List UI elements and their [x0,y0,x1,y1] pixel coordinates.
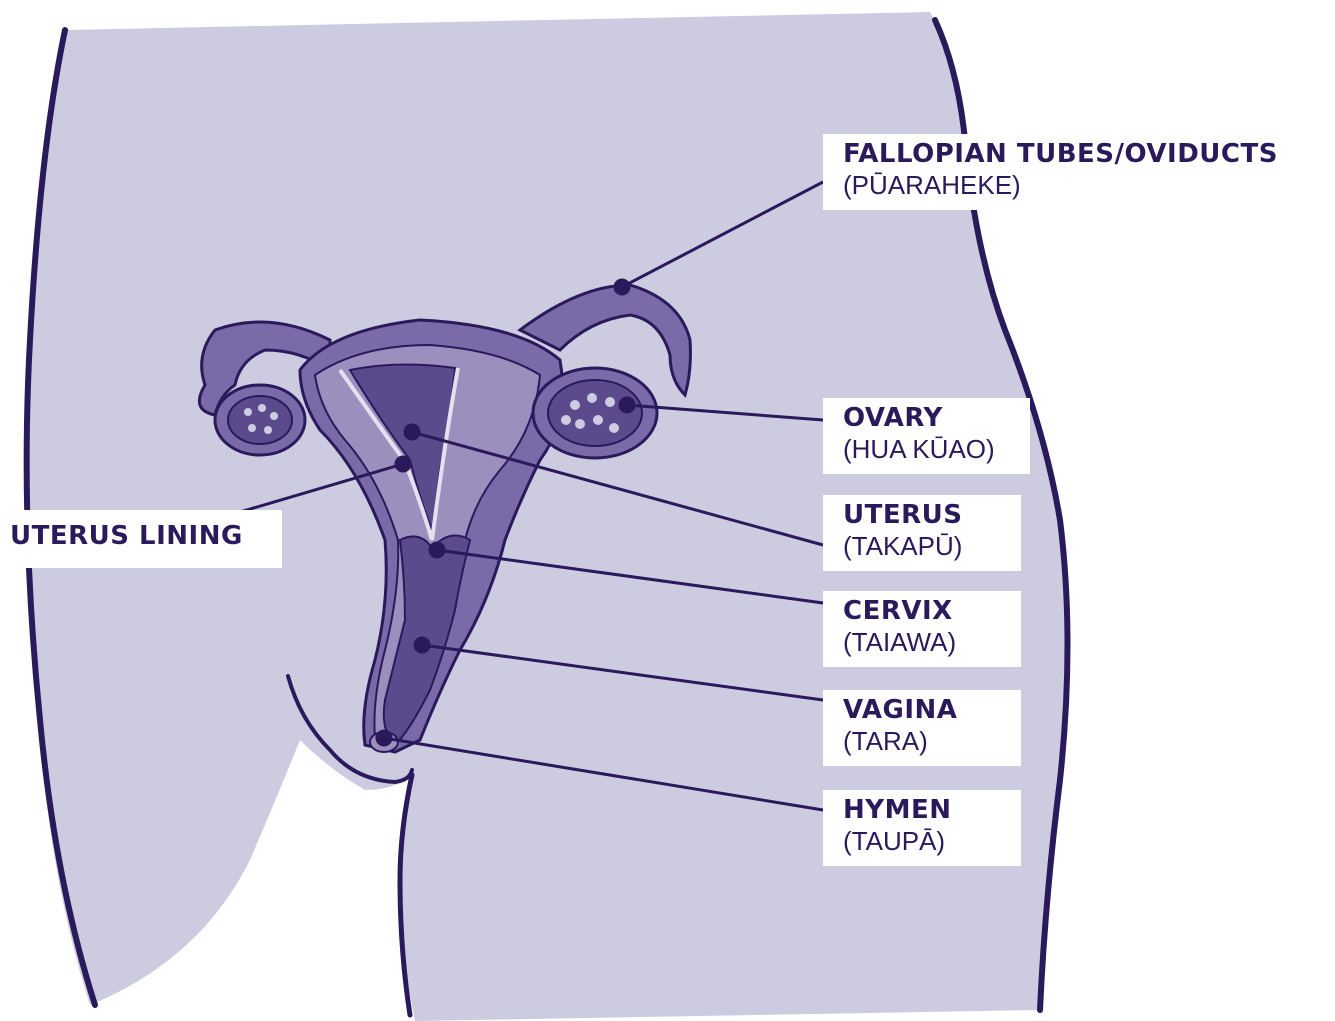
label-vagina-en: VAGINA [843,694,1013,726]
dot-hymen [377,731,391,745]
dot-fallopian [615,280,629,294]
label-uterus-en: UTERUS [843,499,1013,531]
label-uterus: UTERUS (TAKAPŪ) [823,495,1021,571]
label-hymen-en: HYMEN [843,794,1013,826]
ovary-left [215,385,305,455]
label-uterus-lining: UTERUS LINING [0,510,282,568]
label-uterus-lining-en: UTERUS LINING [10,520,274,552]
label-ovary-en: OVARY [843,402,1022,434]
dot-uterus [405,425,419,439]
label-cervix-en: CERVIX [843,595,1013,627]
dot-cervix [430,543,444,557]
label-vagina: VAGINA (TARA) [823,690,1021,766]
label-vagina-mi: (TARA) [843,726,1013,756]
label-fallopian-mi: (PŪARAHEKE) [843,170,1320,200]
label-cervix: CERVIX (TAIAWA) [823,591,1021,667]
dot-ovary [620,398,634,412]
dot-uterus-lining [396,457,410,471]
label-hymen: HYMEN (TAUPĀ) [823,790,1021,866]
label-ovary-mi: (HUA KŪAO) [843,434,1022,464]
label-fallopian-en: FALLOPIAN TUBES/OVIDUCTS [843,138,1320,170]
label-uterus-mi: (TAKAPŪ) [843,531,1013,561]
label-cervix-mi: (TAIAWA) [843,627,1013,657]
ovary-right [533,368,657,458]
label-hymen-mi: (TAUPĀ) [843,826,1013,856]
label-fallopian-tubes: FALLOPIAN TUBES/OVIDUCTS (PŪARAHEKE) [823,134,1328,210]
dot-vagina [415,638,429,652]
label-ovary: OVARY (HUA KŪAO) [823,398,1030,474]
